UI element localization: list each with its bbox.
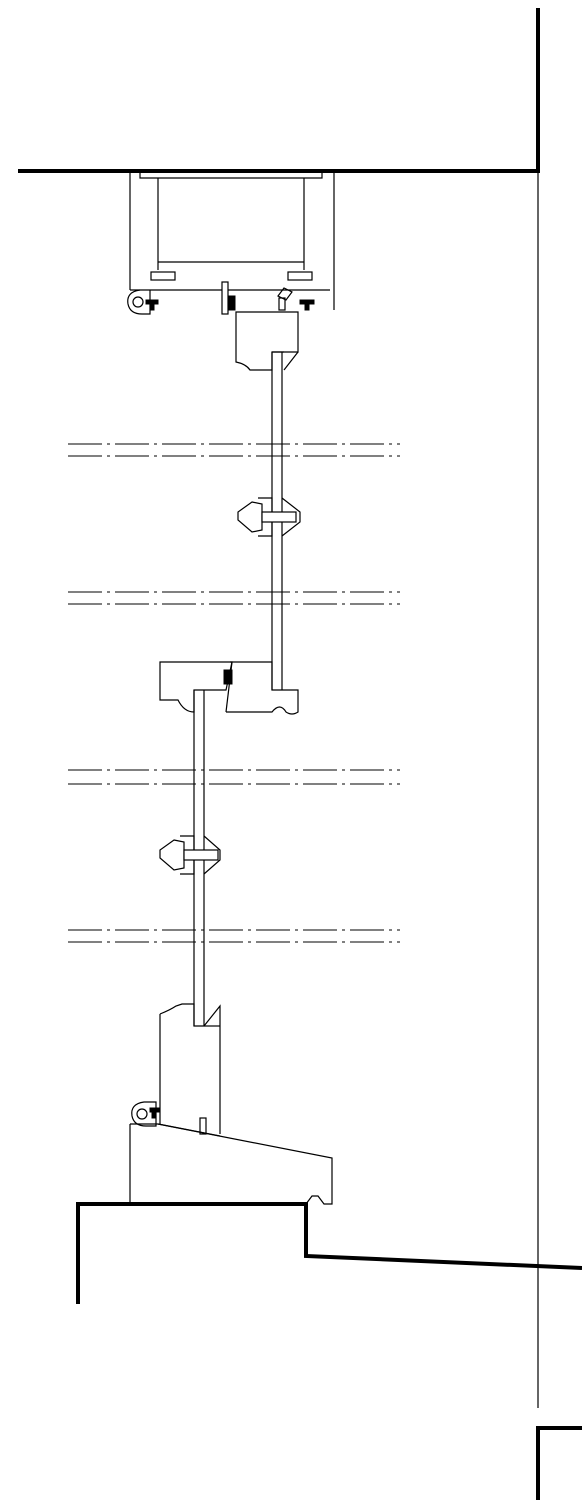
wall-corner-lower xyxy=(536,1426,582,1500)
break-line-4 xyxy=(68,929,400,943)
break-line-2 xyxy=(68,591,400,605)
wall-opening-sill xyxy=(76,1202,582,1304)
head-frame xyxy=(127,172,335,315)
break-line-1 xyxy=(68,443,400,457)
upper-sash-top-rail xyxy=(235,311,299,371)
wall-opening-head xyxy=(18,8,540,173)
lower-sash-bottom-rail xyxy=(131,1003,221,1135)
break-line-3 xyxy=(68,769,400,785)
sill xyxy=(129,1123,333,1205)
meeting-rails xyxy=(159,661,299,715)
lower-glazing-bar xyxy=(159,835,221,875)
upper-glazing-bar xyxy=(237,497,301,537)
